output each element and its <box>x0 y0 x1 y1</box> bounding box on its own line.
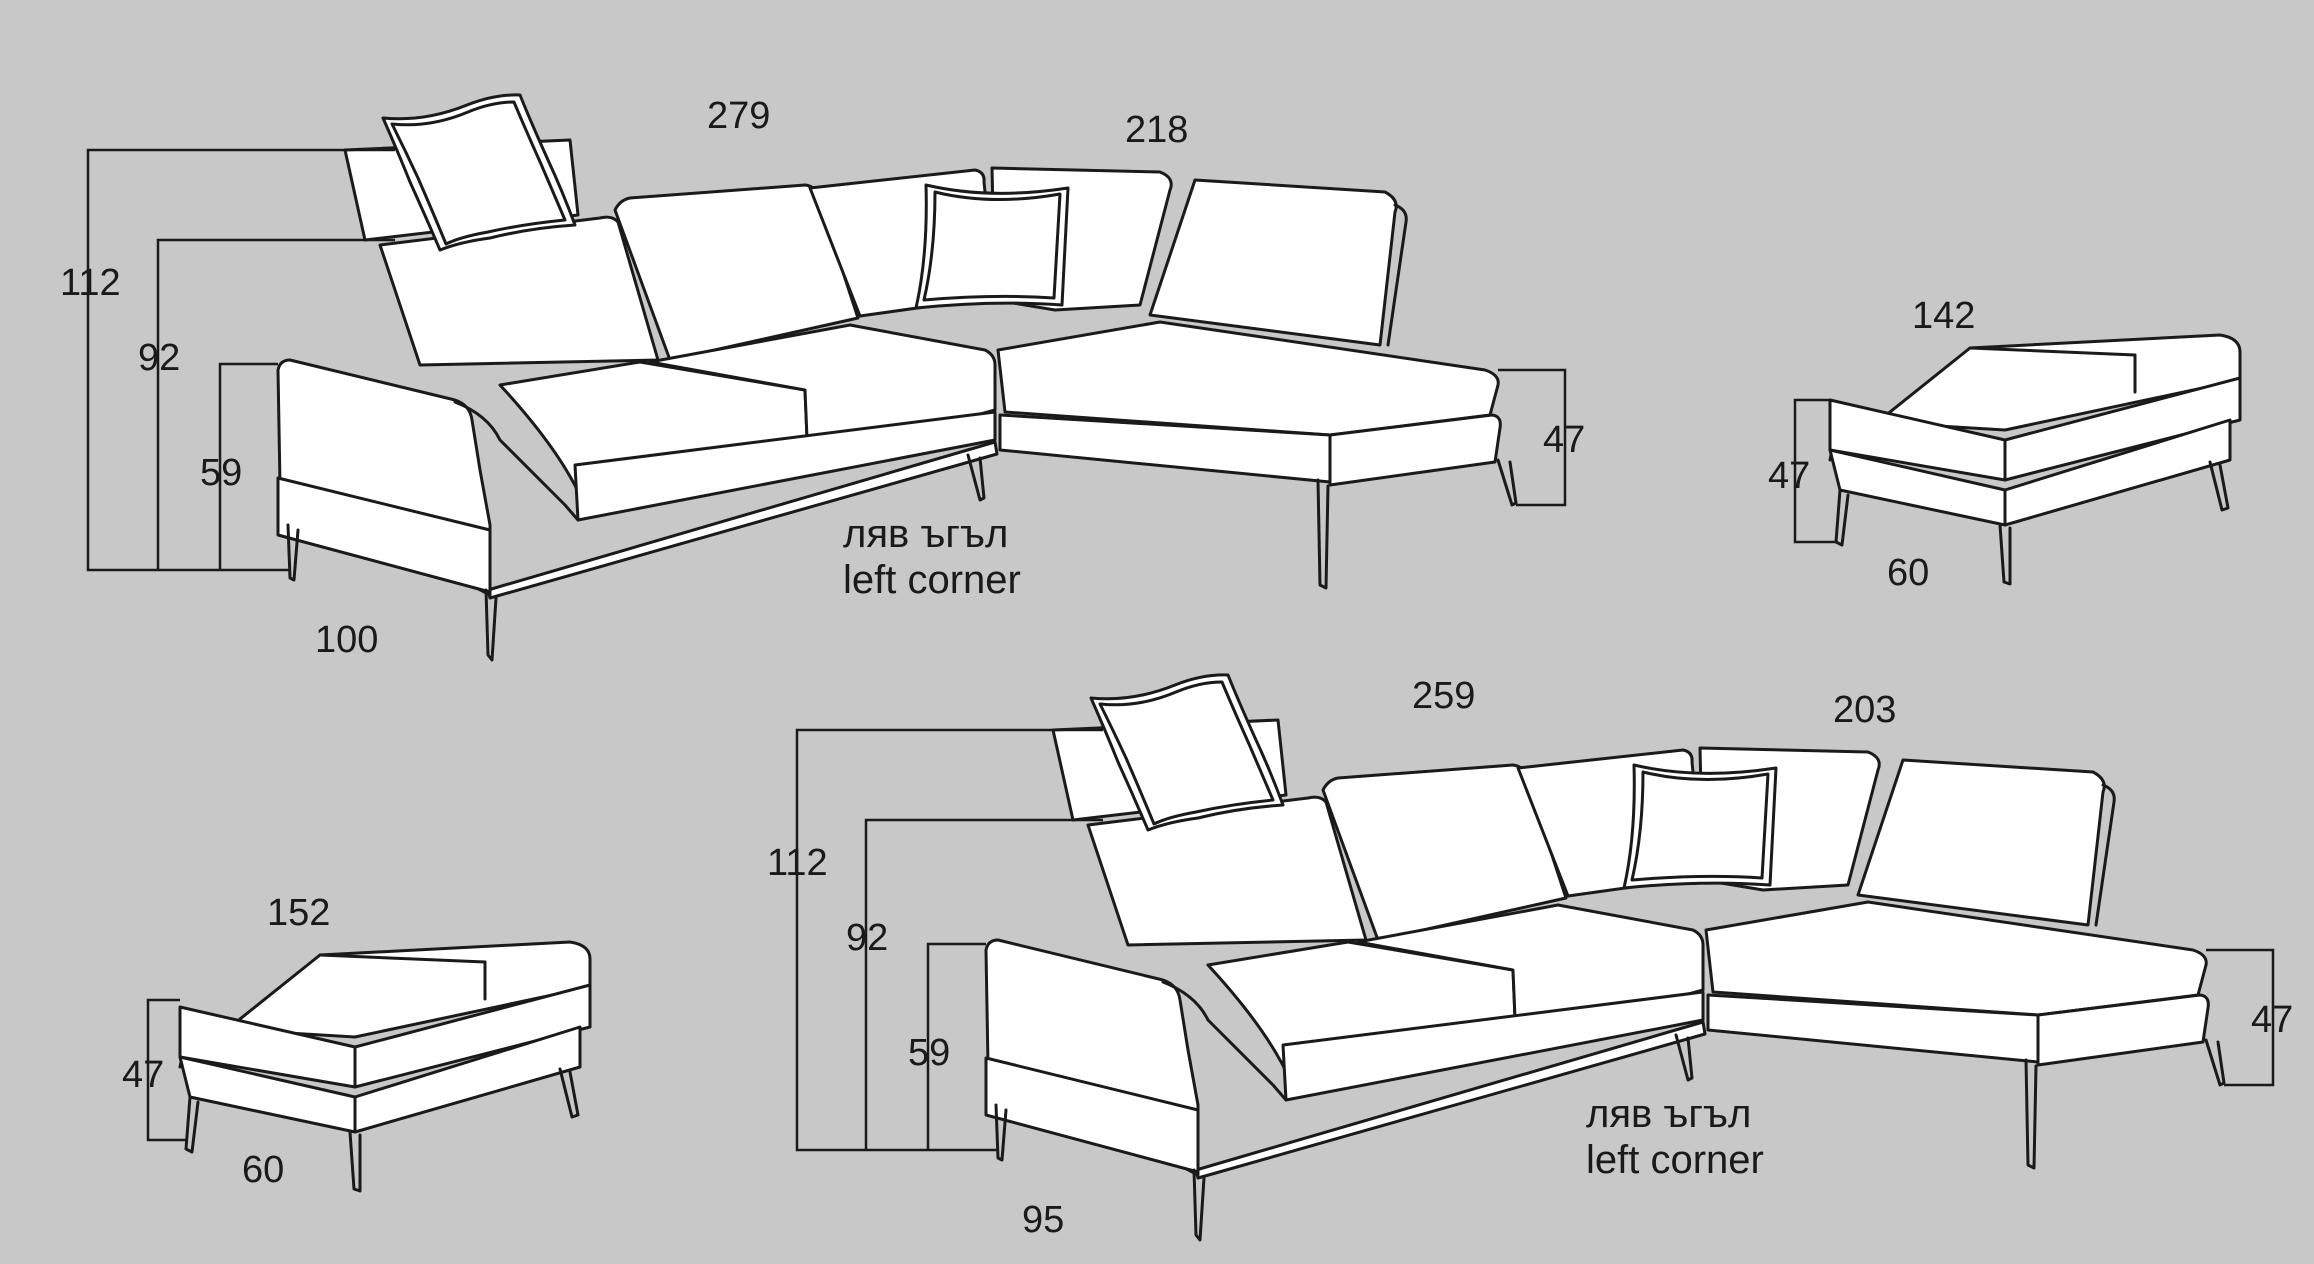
sofa-large-depth-arm: 100 <box>315 619 378 661</box>
sofa-small-width-corner: 203 <box>1833 689 1896 731</box>
sofa-small: 112 92 59 95 259 203 47 ляв ъгъл left co… <box>767 673 2293 1242</box>
sofa-small-height-back: 92 <box>846 917 888 959</box>
sofa-small-width-main: 259 <box>1412 675 1475 717</box>
ottoman-right-height: 47 <box>1768 455 1810 497</box>
sofa-small-depth-arm: 95 <box>1022 1199 1064 1241</box>
sofa-small-height-chaise: 47 <box>2251 999 2293 1041</box>
ottoman-right-dimension-line <box>1793 398 1838 544</box>
ottoman-left-dimension-line <box>146 998 186 1142</box>
sofa-small-height-arm: 59 <box>908 1032 950 1074</box>
sofa-small-height-total: 112 <box>767 842 828 884</box>
ottoman-left: 152 47 60 <box>122 892 592 1193</box>
sofa-large: 112 92 59 100 279 218 47 ляв ъгъл left c… <box>60 93 1585 662</box>
sofa-large-label-en: left corner <box>843 558 1021 602</box>
sofa-large-height-arm: 59 <box>200 452 242 494</box>
ottoman-right-width: 142 <box>1912 295 1975 337</box>
ottoman-left-height: 47 <box>122 1054 164 1096</box>
ottoman-right: 142 47 60 <box>1768 295 2242 594</box>
sofa-large-height-total: 112 <box>60 262 121 304</box>
sofa-large-height-chaise: 47 <box>1543 419 1585 461</box>
sofa-large-dimension-lines <box>86 148 1567 572</box>
ottoman-left-depth: 60 <box>242 1149 284 1191</box>
ottoman-left-width: 152 <box>267 892 330 934</box>
sofa-small-label-bg: ляв ъгъл <box>1586 1092 1751 1136</box>
sofa-large-height-back: 92 <box>138 337 180 379</box>
sofa-large-width-corner: 218 <box>1125 109 1188 151</box>
sofa-large-label-bg: ляв ъгъл <box>843 512 1008 556</box>
sofa-small-label-en: left corner <box>1586 1138 1764 1182</box>
ottoman-right-drawing <box>1828 333 2242 586</box>
sofa-small-dimension-lines <box>795 728 2275 1152</box>
ottoman-right-depth: 60 <box>1887 552 1929 594</box>
sofa-large-width-main: 279 <box>707 95 770 137</box>
